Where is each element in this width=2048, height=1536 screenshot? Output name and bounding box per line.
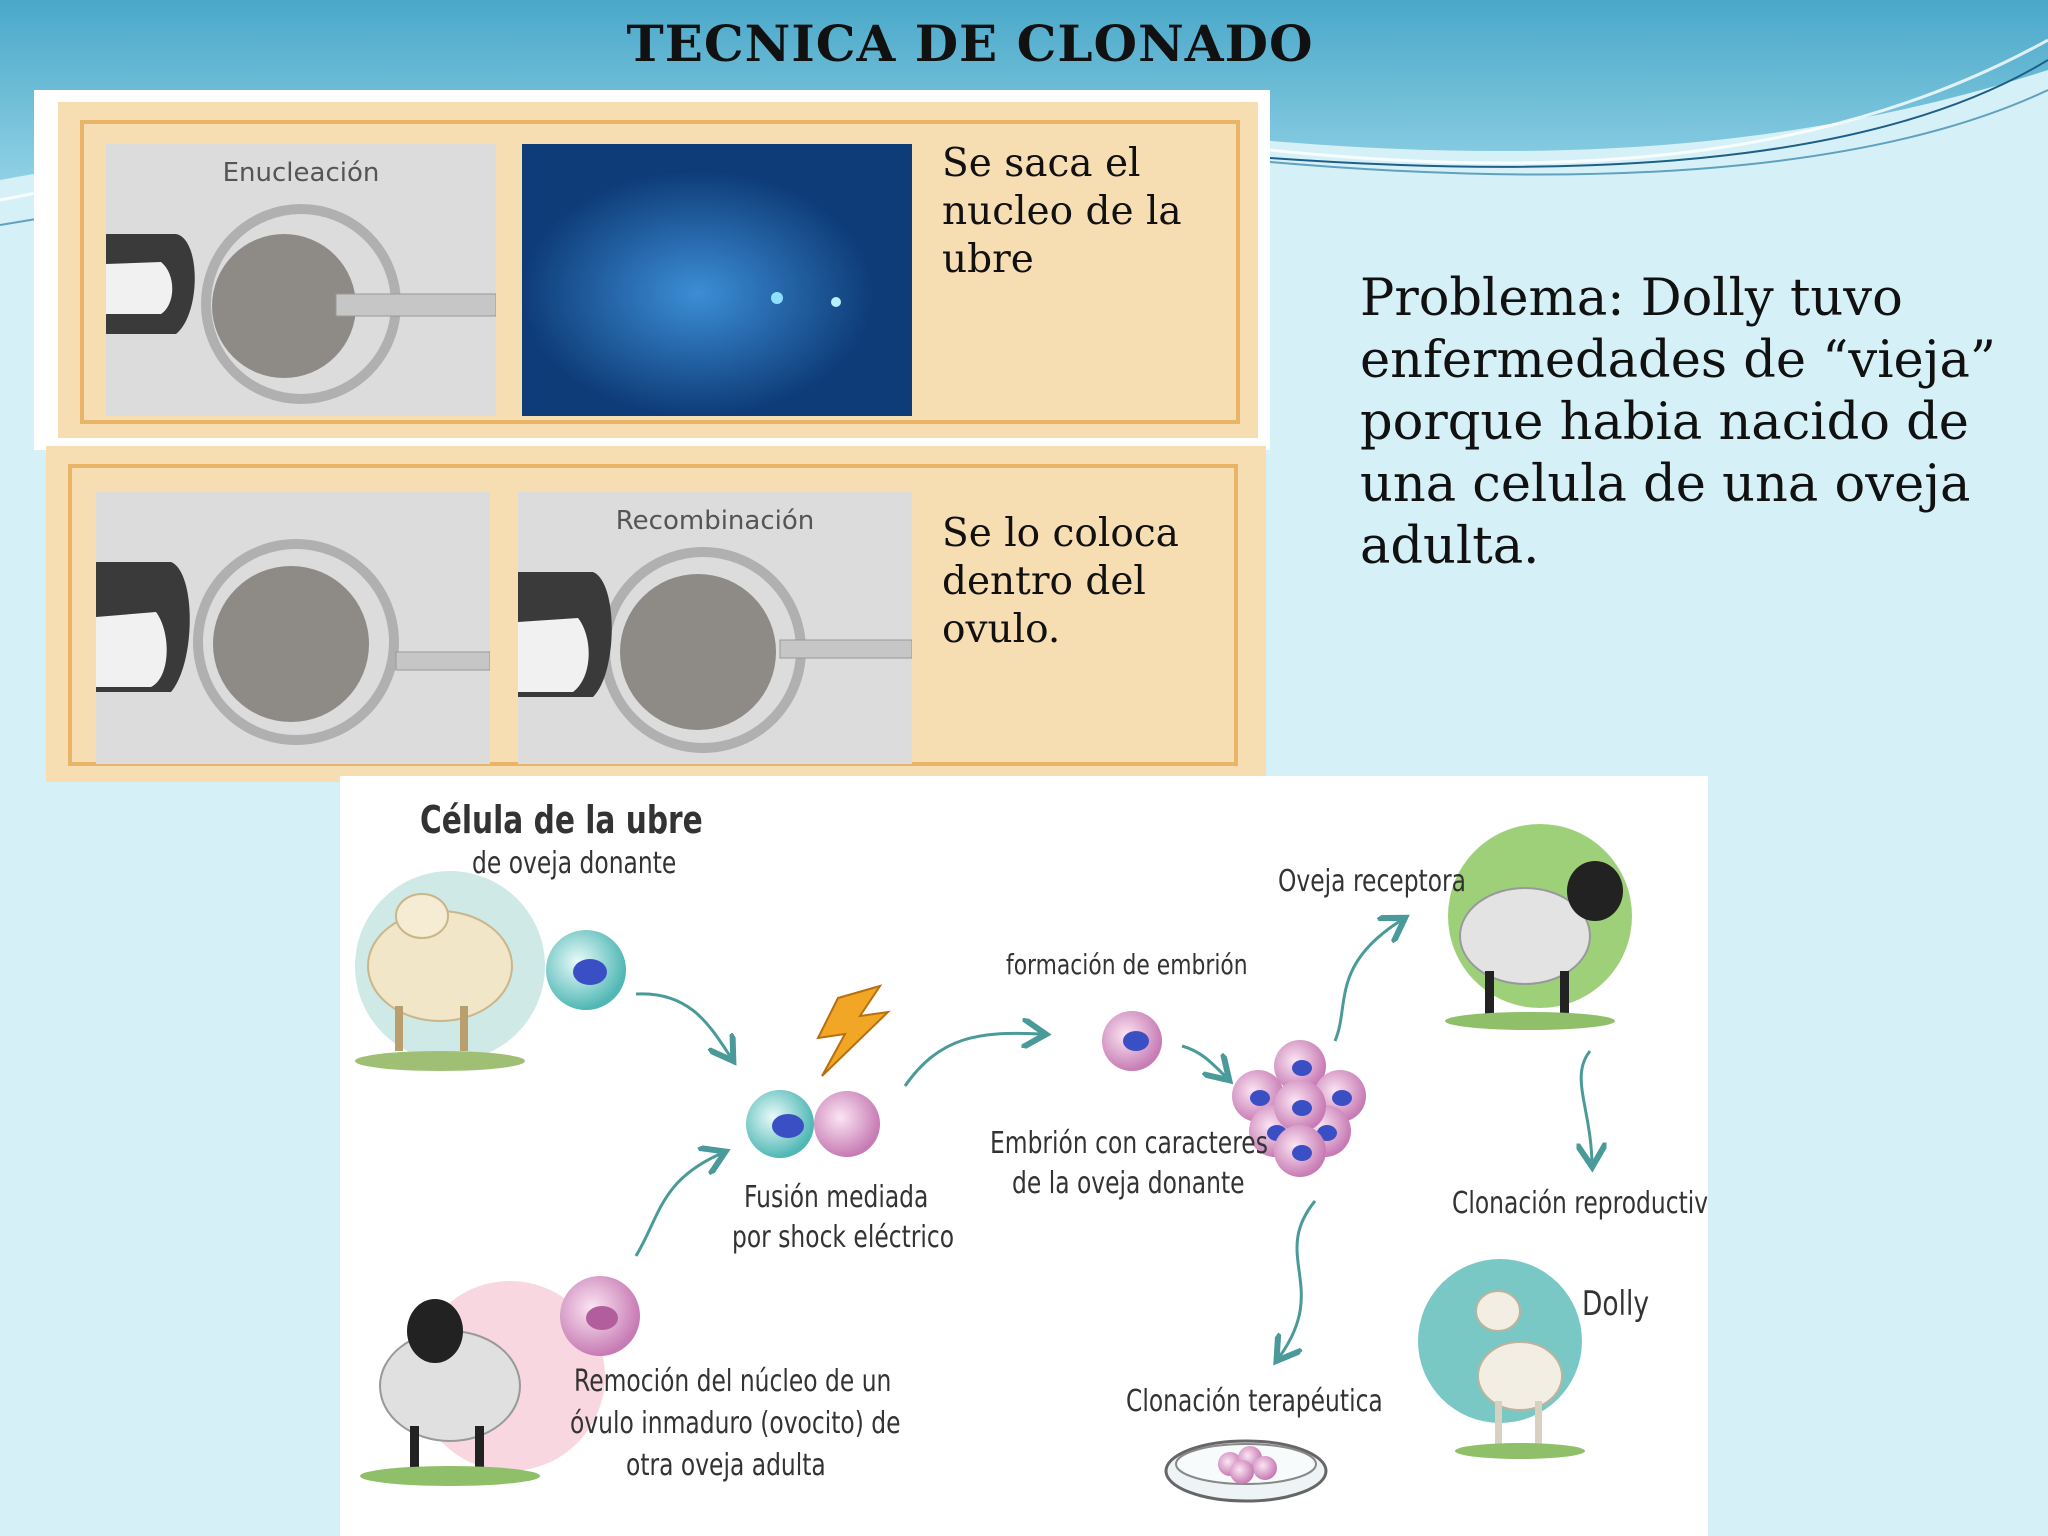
donor-cell-title: Célula de la ubre — [420, 798, 703, 842]
lightning-icon — [816, 984, 891, 1077]
fluorescence-micrograph — [522, 144, 912, 416]
reproductive-cloning-label: Clonación reproductiva — [1452, 1186, 1708, 1221]
egg-donor-sheep-icon — [360, 1299, 540, 1486]
recombination-panel: Recombinación Se lo coloca dentro del ov… — [46, 446, 1266, 782]
embryo-cluster-icon — [1232, 1040, 1366, 1177]
dolly-lamb-icon — [1455, 1290, 1585, 1459]
fusion-label-line1: Fusión mediada — [744, 1180, 929, 1215]
dolly-label: Dolly — [1582, 1284, 1650, 1324]
embryo-description-line1: Embrión con caracteres — [990, 1126, 1268, 1161]
petri-dish-icon — [1164, 1439, 1328, 1503]
recipient-sheep-icon — [1445, 861, 1623, 1030]
embryo-description-line2: de la oveja donante — [1012, 1166, 1245, 1201]
donor-cell-micrograph — [96, 492, 490, 764]
embryo-formation-label: formación de embrión — [1006, 948, 1248, 981]
cloning-diagram: Célula de la ubre de oveja donante forma… — [340, 776, 1708, 1536]
enucleation-micrograph: Enucleación — [106, 144, 496, 416]
cloning-diagram-graphics — [355, 824, 1632, 1503]
recombination-caption: Se lo coloca dentro del ovulo. — [942, 511, 1179, 652]
recombination-image-label: Recombinación — [615, 506, 815, 536]
egg-cell-graphic — [518, 547, 912, 753]
enucleated-egg-icon — [814, 1091, 880, 1157]
therapeutic-cloning-label: Clonación terapéutica — [1126, 1384, 1383, 1419]
removal-label-line1: Remoción del núcleo de un — [574, 1364, 892, 1399]
problem-text: Problema: Dolly tuvo enfermedades de “vi… — [1360, 269, 1996, 576]
slide-title: TECNICA DE CLONADO — [626, 14, 1314, 73]
removal-label-line3: otra oveja adulta — [626, 1448, 826, 1483]
donor-cell-subtitle: de oveja donante — [472, 846, 677, 881]
fusion-label-line2: por shock eléctrico — [732, 1220, 955, 1255]
egg-cell-graphic — [106, 204, 496, 404]
egg-cell-graphic — [96, 539, 490, 745]
recombination-micrograph: Recombinación — [518, 492, 912, 764]
enucleation-caption: Se saca el nucleo de la ubre — [942, 141, 1182, 282]
enucleation-panel: Enucleación Se saca el nucleo de la ubre — [34, 90, 1270, 450]
donor-sheep-icon — [355, 893, 525, 1071]
removal-label-line2: óvulo inmaduro (ovocito) de — [570, 1406, 901, 1441]
enucleation-image-label: Enucleación — [222, 158, 380, 188]
recipient-sheep-label: Oveja receptora — [1278, 864, 1467, 899]
